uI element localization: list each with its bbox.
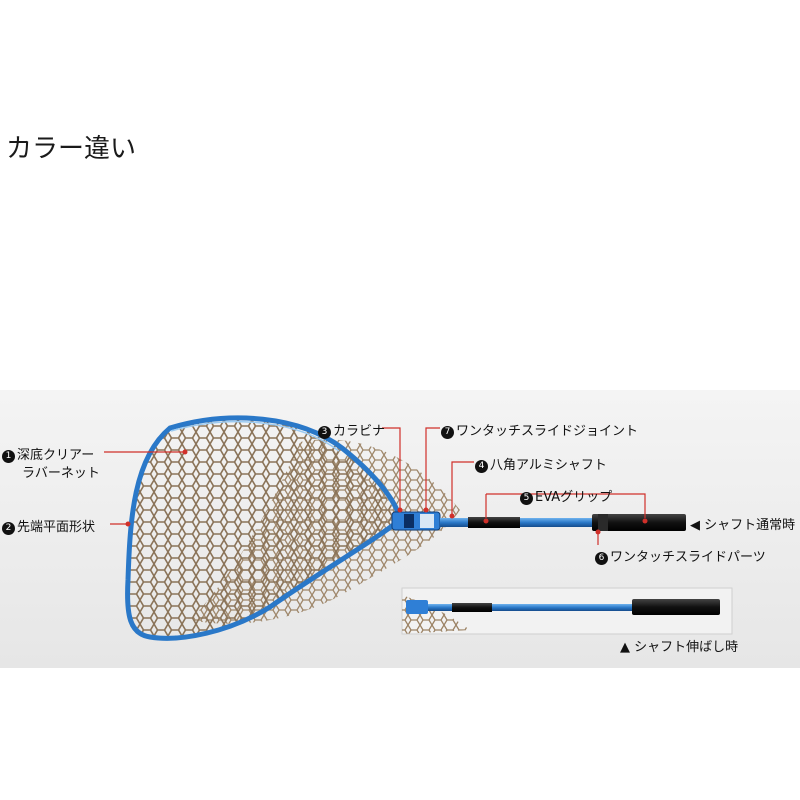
net-mesh <box>129 419 398 637</box>
page-heading: カラー違い <box>6 134 137 164</box>
net-frame <box>125 415 403 641</box>
leader-lines <box>104 427 646 545</box>
label-normal-caption: ◀ シャフト通常時 <box>690 518 796 533</box>
grip <box>592 514 686 531</box>
label-extended-caption: ▲ シャフト伸ばし時 <box>620 640 739 655</box>
landing-net-illustration <box>104 415 733 641</box>
label-net-line2: ラバーネット <box>22 466 100 481</box>
